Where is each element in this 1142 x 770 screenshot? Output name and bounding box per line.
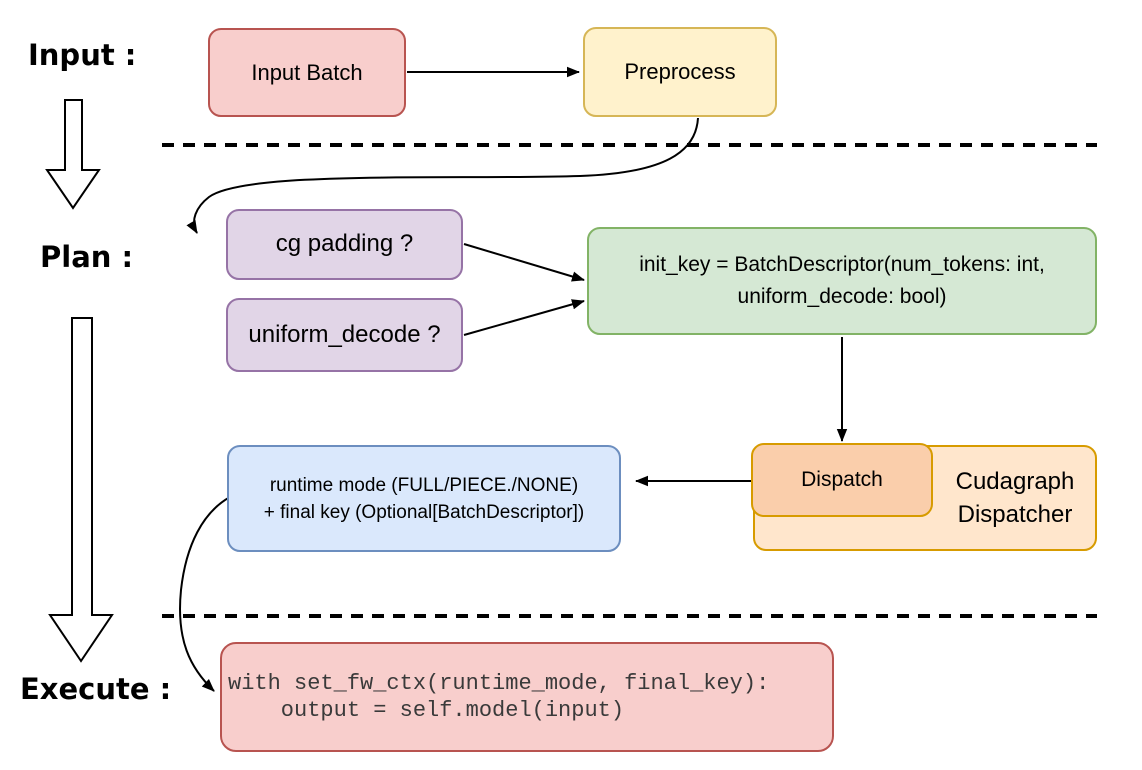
node-cg-padding-label: cg padding ? <box>275 230 414 258</box>
node-runtime-mode-final-key: runtime mode (FULL/PIECE./NONE) + final … <box>227 445 621 552</box>
edge-cg-padding-to-init-key <box>463 243 585 282</box>
execute-code-line1: with set_fw_ctx(runtime_mode, final_key)… <box>228 671 770 696</box>
node-preprocess-label: Preprocess <box>624 59 736 85</box>
node-preprocess: Preprocess <box>583 27 777 117</box>
cudagraph-label-line1: Cudagraph <box>955 468 1075 495</box>
stage-label-input: Input : <box>28 38 137 72</box>
node-runtime-line2: + final key (Optional[BatchDescriptor]) <box>263 501 585 523</box>
node-execute-code: with set_fw_ctx(runtime_mode, final_key)… <box>220 642 834 752</box>
plan-stage-arrow <box>48 317 114 663</box>
node-init-key-line1: init_key = BatchDescriptor(num_tokens: i… <box>639 253 1045 276</box>
stage-label-plan: Plan : <box>40 240 134 274</box>
node-uniform-decode-label: uniform_decode ? <box>248 320 441 348</box>
node-init-key: init_key = BatchDescriptor(num_tokens: i… <box>587 227 1097 335</box>
stage-label-execute: Execute : <box>20 672 172 706</box>
edge-runtime-mode-to-execute-code <box>179 496 231 692</box>
input-stage-arrow <box>45 99 101 210</box>
node-dispatch: Dispatch <box>751 443 933 517</box>
node-init-key-line2: uniform_decode: bool) <box>737 285 947 308</box>
node-input-batch: Input Batch <box>208 28 406 117</box>
edge-uniform-decode-to-init-key <box>463 299 585 336</box>
node-input-batch-label: Input Batch <box>251 59 363 85</box>
node-cudagraph-dispatcher-label: Cudagraph Dispatcher <box>933 445 1097 551</box>
cudagraph-label-line2: Dispatcher <box>957 501 1073 528</box>
node-runtime-line1: runtime mode (FULL/PIECE./NONE) <box>269 474 579 496</box>
node-cg-padding: cg padding ? <box>226 209 463 280</box>
node-dispatch-label: Dispatch <box>801 467 883 491</box>
execute-code-line2: output = self.model(input) <box>228 698 625 723</box>
edge-preprocess-to-cg-padding <box>186 117 699 234</box>
node-uniform-decode: uniform_decode ? <box>226 298 463 372</box>
